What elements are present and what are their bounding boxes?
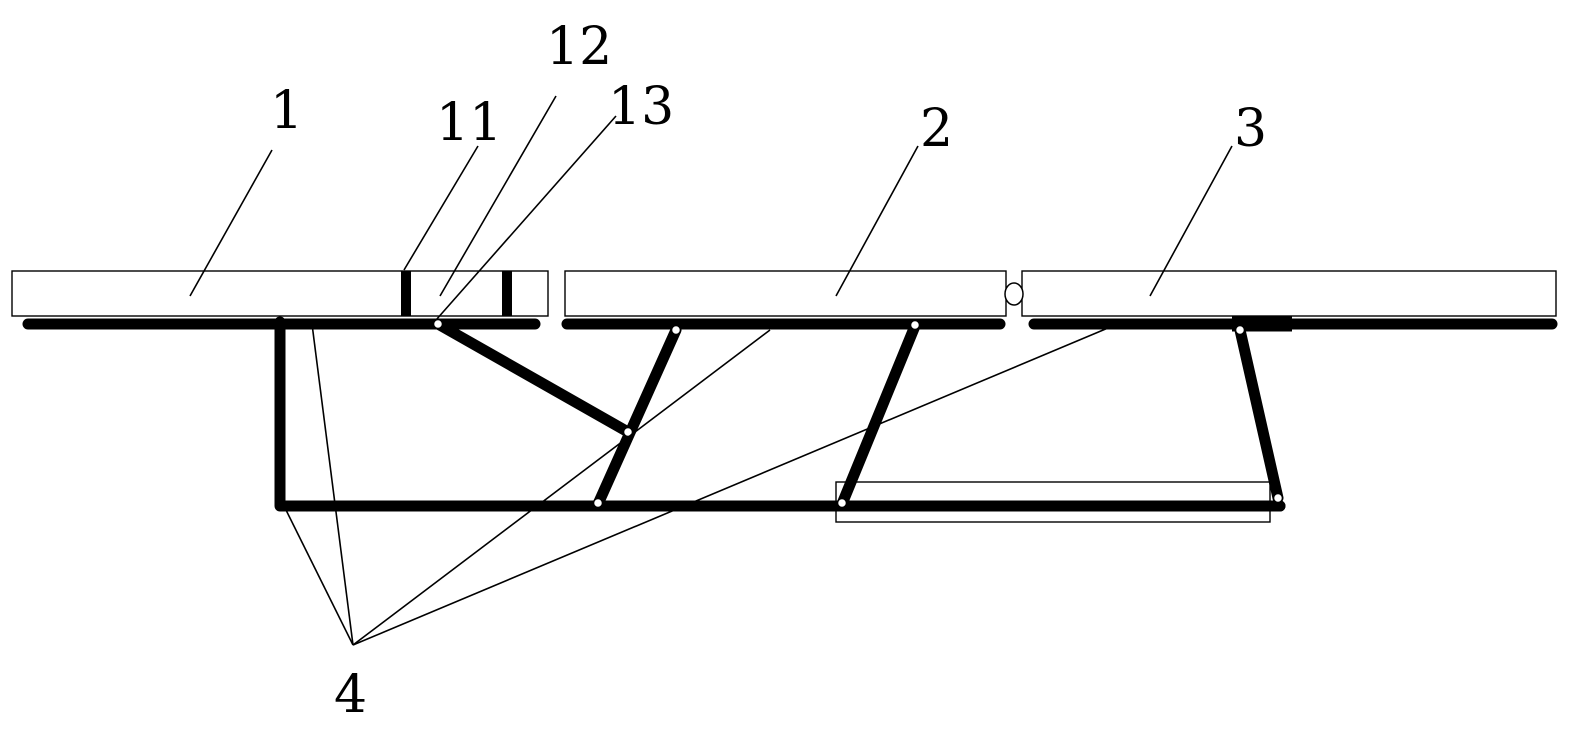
leader-12 [439,95,557,297]
leader-2 [835,145,919,297]
label-1: 1 [270,81,303,141]
block-left [401,271,411,316]
rod-plate3 [1234,324,1284,504]
rod-13-to-joint [432,318,634,438]
pivot-plate3-top [1234,324,1246,336]
label-2: 2 [920,99,953,159]
leader-4a [285,509,354,646]
label-3: 3 [1234,99,1267,159]
plate-1 [11,270,549,317]
pivot-plate2-right-bottom [836,497,848,509]
frame-main [274,316,1286,512]
block-right [502,271,512,316]
rod-plate2-left [592,324,682,510]
leader-13 [435,115,617,321]
label-4: 4 [334,665,367,725]
leader-4c [352,329,771,646]
pivot-plate2-right-top [909,319,921,331]
pivot-plate2-left-bottom [592,497,604,509]
label-12: 12 [546,17,612,77]
hinge [1004,282,1024,306]
pivot-plate2-left-top [670,324,682,336]
plate-3 [1021,270,1557,317]
plate-2 [564,270,1007,317]
leader-3 [1149,145,1233,297]
leader-4d [352,327,1109,646]
label-11: 11 [436,93,502,153]
leader-4b [311,323,354,646]
pivot-13 [432,318,444,330]
leader-1 [189,149,273,297]
leader-11 [403,145,479,271]
rod-plate2-right [836,320,921,510]
label-13: 13 [608,77,674,137]
pivot-plate3-bottom [1272,492,1284,504]
